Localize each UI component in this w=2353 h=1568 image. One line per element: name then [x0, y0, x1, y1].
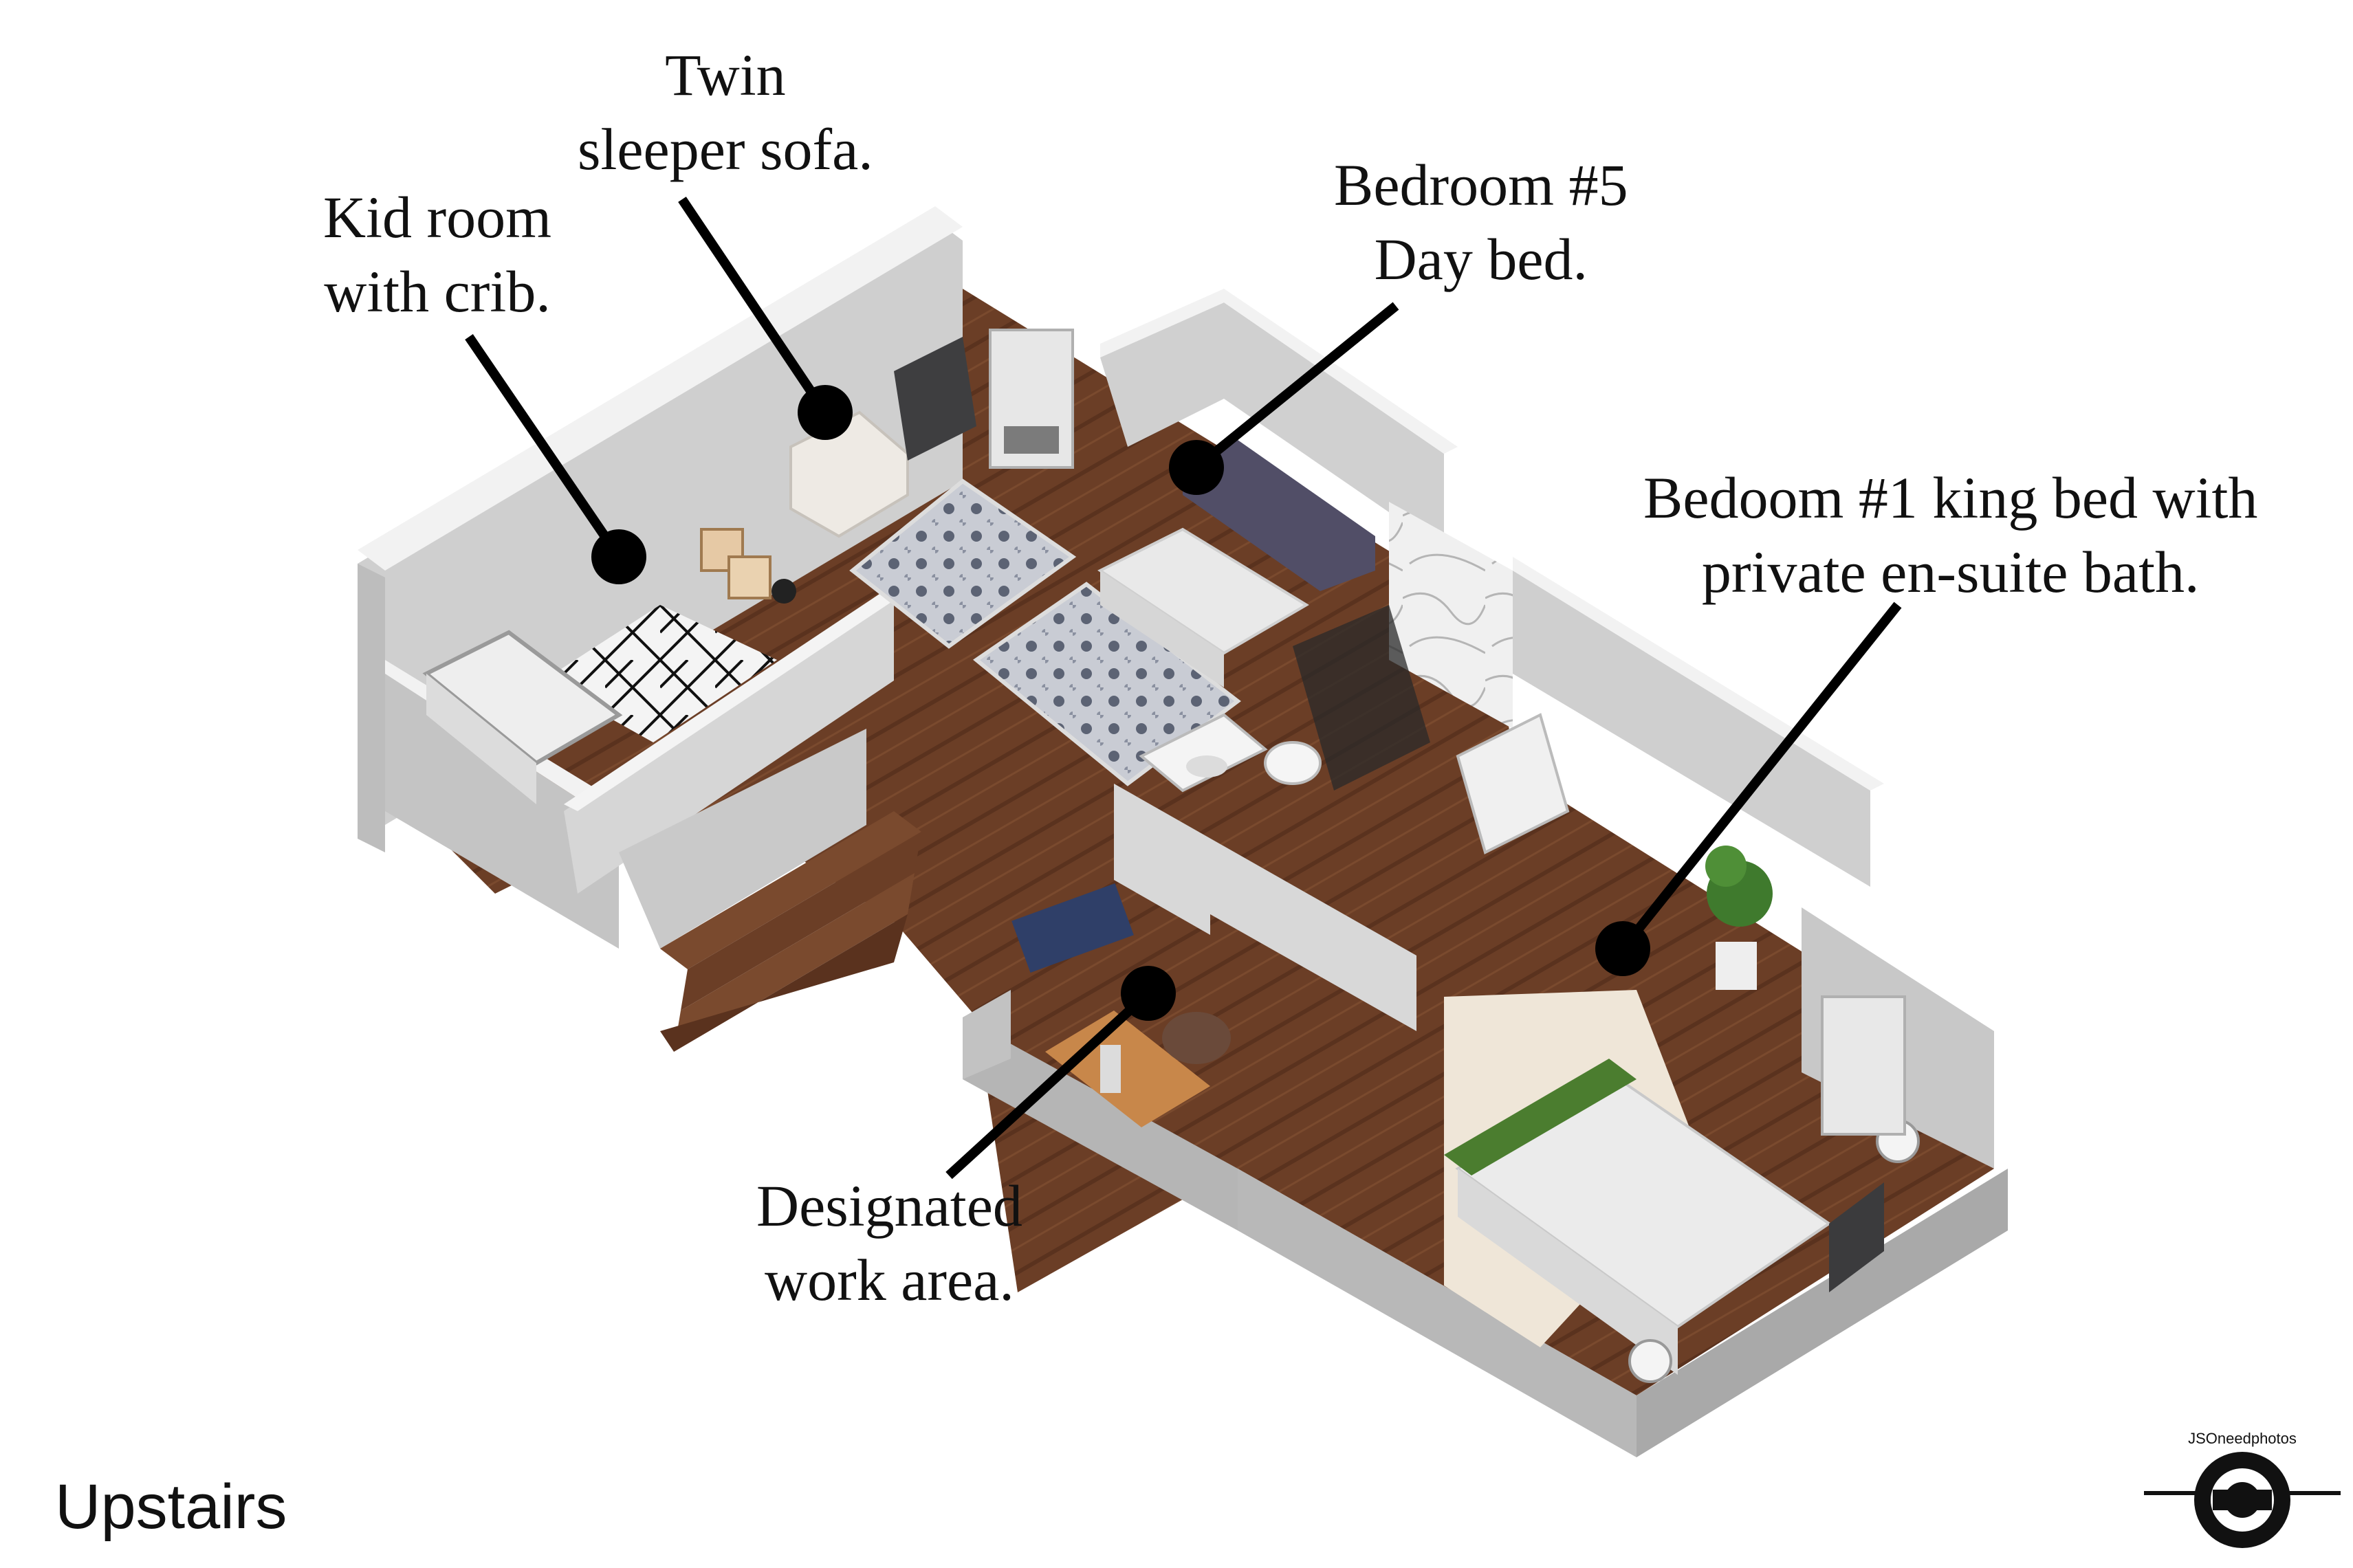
- bathroom-marble-wall: [1389, 502, 1513, 729]
- plant: [1705, 846, 1773, 990]
- hallway-rug-2: [973, 582, 1241, 786]
- callout-kid-room: Kid room with crib.: [323, 180, 551, 329]
- toy-blocks: [700, 528, 796, 604]
- callout-twin-sofa: Twin sleeper sofa.: [578, 38, 873, 186]
- hallway-rug-1: [849, 478, 1077, 649]
- work-area-left-wall: [963, 990, 1011, 1079]
- closet: [1456, 713, 1570, 854]
- bookshelf: [989, 329, 1074, 469]
- callout-line: Bedoom #1 king bed with: [1643, 465, 2258, 531]
- work-area-front-wall: [963, 1017, 1238, 1230]
- bedroom5-back-wall: [1100, 302, 1444, 550]
- staircase: [660, 811, 921, 1052]
- bedroom5-back-wall-top: [1100, 289, 1458, 454]
- callout-bedroom-5: Bedroom #5 Day bed.: [1334, 148, 1628, 296]
- callout-line: private en-suite bath.: [1701, 539, 2200, 605]
- callout-line: sleeper sofa.: [578, 116, 873, 182]
- tv-screen: [1011, 883, 1134, 973]
- callout-line: Kid room: [323, 184, 552, 250]
- crib: [422, 630, 623, 804]
- callout-line: work area.: [764, 1247, 1014, 1313]
- master-front-wall-right: [1637, 1169, 2008, 1457]
- photographer-logo: JSOneedphotos: [2144, 1430, 2341, 1548]
- vanity: [1139, 713, 1268, 793]
- floor-level-label: Upstairs: [55, 1472, 287, 1542]
- callout-pointers: [465, 197, 1902, 1180]
- stair-wall: [619, 729, 866, 949]
- lamp: [1628, 1339, 1672, 1383]
- callout-line: Bedroom #5: [1334, 152, 1628, 218]
- callout-line: Day bed.: [1374, 226, 1588, 292]
- master-right-wall: [1513, 571, 1870, 887]
- desk: [1045, 1011, 1210, 1127]
- bathroom-front-wall: [1114, 784, 1416, 1031]
- king-bed: [1444, 1059, 1884, 1375]
- kid-room-half-wall: [564, 591, 894, 894]
- dresser: [894, 337, 976, 461]
- master-front-wall: [1238, 1169, 1637, 1457]
- master-bookshelf: [1821, 995, 1906, 1136]
- front-wall-kid-room: [385, 674, 619, 949]
- kid-room-half-wall-top: [564, 584, 908, 811]
- shower: [1293, 605, 1430, 791]
- callout-line: Designated: [756, 1173, 1022, 1239]
- callout-line: Twin: [665, 42, 786, 108]
- back-wall-kid-room-top: [358, 206, 963, 571]
- left-wall: [358, 564, 385, 852]
- day-bed: [1097, 440, 1375, 687]
- toilet: [1264, 741, 1322, 785]
- callout-work-area: Designated work area.: [756, 1169, 1022, 1317]
- callout-bedroom-1: Bedoom #1 king bed with private en-suite…: [1643, 461, 2257, 609]
- sleeper-chair: [789, 410, 909, 538]
- callout-line: with crib.: [324, 258, 551, 324]
- logo-text: JSOneedphotos: [2188, 1430, 2297, 1447]
- desk-chair: [1162, 1012, 1231, 1064]
